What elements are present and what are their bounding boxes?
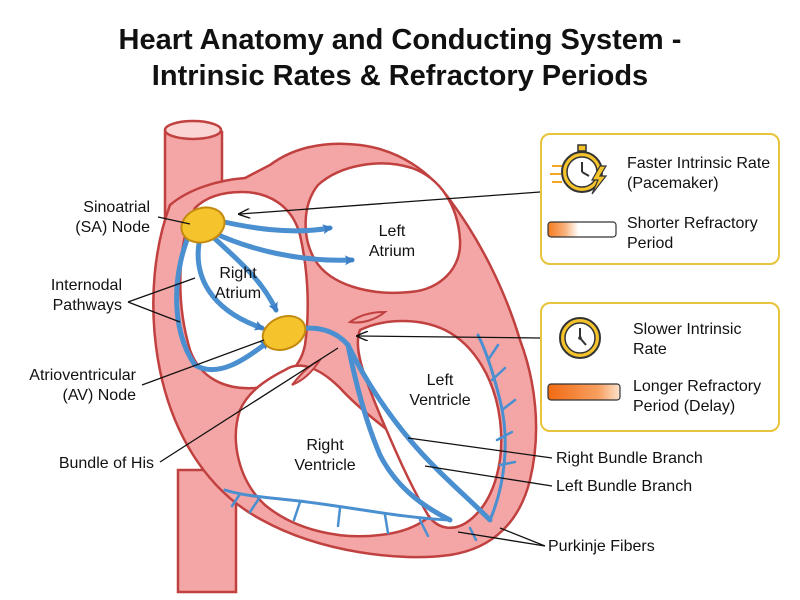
stopwatch-lightning-icon — [550, 144, 608, 195]
av-refractory-label-2: Period (Delay) — [633, 398, 735, 415]
right-atrium-label-2: Atrium — [215, 285, 261, 302]
bundle-his-label: Bundle of His — [59, 455, 154, 472]
left-bundle-branch-label: Left Bundle Branch — [556, 478, 692, 495]
purkinje-label: Purkinje Fibers — [548, 538, 655, 555]
title-line-2: Intrinsic Rates & Refractory Periods — [151, 60, 649, 92]
clock-icon — [559, 317, 601, 359]
sa-node-label-1: Sinoatrial — [83, 199, 150, 216]
av-refractory-label-1: Longer Refractory — [633, 378, 761, 395]
long-refractory-bar — [547, 383, 621, 401]
legend-av: Slower Intrinsic Rate Longer Refractory … — [547, 317, 761, 415]
sa-to-left-atrium-upper — [212, 217, 333, 235]
sa-node — [180, 206, 226, 244]
purkinje-right-wall — [223, 488, 452, 522]
sa-to-left-atrium-lower — [209, 229, 355, 266]
conduction-system — [174, 217, 517, 542]
heart-body — [152, 119, 538, 594]
internodal-label-1: Internodal — [51, 277, 122, 294]
av-node — [261, 315, 307, 351]
internodal-middle — [195, 235, 265, 331]
right-ventricle-label-2: Ventricle — [294, 457, 355, 474]
anatomy-labels: Sinoatrial (SA) Node Internodal Pathways… — [29, 199, 702, 555]
left-ventricle-label-1: Left — [427, 372, 454, 389]
internodal-anterior — [209, 233, 279, 313]
left-ventricle-label-2: Ventricle — [409, 392, 470, 409]
right-ventricle-label-1: Right — [306, 437, 344, 454]
internodal-posterior — [174, 225, 271, 373]
sa-rate-label-1: Faster Intrinsic Rate — [627, 155, 770, 172]
left-atrium-label-2: Atrium — [369, 243, 415, 260]
av-node-label-2: (AV) Node — [62, 387, 136, 404]
right-bundle-branch-path — [345, 342, 453, 523]
sa-refractory-label-1: Shorter Refractory — [627, 215, 758, 232]
short-refractory-bar — [547, 221, 617, 238]
av-rate-label-2: Rate — [633, 341, 667, 358]
av-node-label-1: Atrioventricular — [29, 367, 136, 384]
sa-rate-label-2: (Pacemaker) — [627, 175, 719, 192]
right-atrium-label-1: Right — [219, 265, 257, 282]
sa-refractory-label-2: Period — [627, 235, 673, 252]
diagram-title: Heart Anatomy and Conducting System - In… — [0, 22, 800, 94]
left-atrium-label-1: Left — [379, 223, 406, 240]
legend-sa: Faster Intrinsic Rate (Pacemaker) Shorte… — [547, 144, 770, 252]
title-line-1: Heart Anatomy and Conducting System - — [118, 24, 682, 56]
sa-node-label-2: (SA) Node — [75, 219, 150, 236]
legend-av-panel — [540, 302, 780, 432]
internodal-label-2: Pathways — [53, 297, 122, 314]
leader-lines — [127, 191, 553, 547]
left-bundle-branch-path — [345, 342, 493, 523]
av-rate-label-1: Slower Intrinsic — [633, 321, 741, 338]
right-bundle-branch-label: Right Bundle Branch — [556, 450, 703, 467]
purkinje-left-wall — [476, 333, 507, 522]
